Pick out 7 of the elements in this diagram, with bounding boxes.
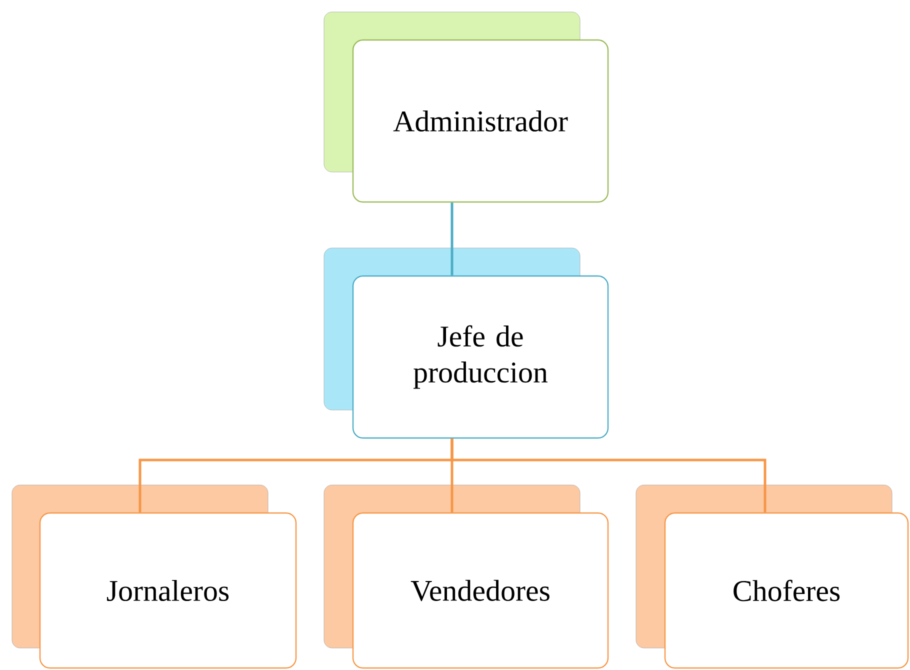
org-box: Choferes xyxy=(636,484,909,669)
org-box: Jefe de produccion xyxy=(324,248,609,439)
connector-line xyxy=(450,202,454,276)
connector-line xyxy=(450,438,766,512)
org-box: Administrador xyxy=(324,12,609,203)
org-box: Vendedores xyxy=(324,484,609,669)
org-box: Jornaleros xyxy=(12,484,297,669)
